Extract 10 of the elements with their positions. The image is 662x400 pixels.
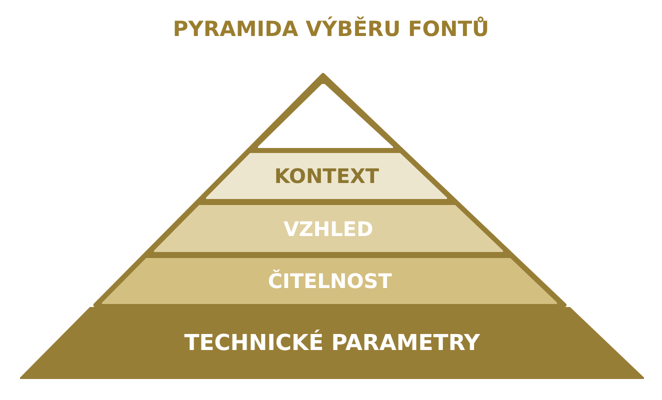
pyramid-level — [102, 258, 558, 304]
level-label: ČITELNOST — [268, 268, 392, 295]
level-label: KONTEXT — [274, 163, 380, 190]
pyramid-apex — [258, 84, 393, 148]
title: PYRAMIDA VÝBĚRU FONTŮ — [172, 16, 490, 43]
level-label: VZHLED — [283, 216, 374, 242]
pyramid-level — [20, 307, 644, 379]
pyramid-level — [206, 153, 448, 199]
level-label: TECHNICKÉ PARAMETRY — [184, 328, 480, 358]
pyramid-level — [154, 205, 503, 252]
